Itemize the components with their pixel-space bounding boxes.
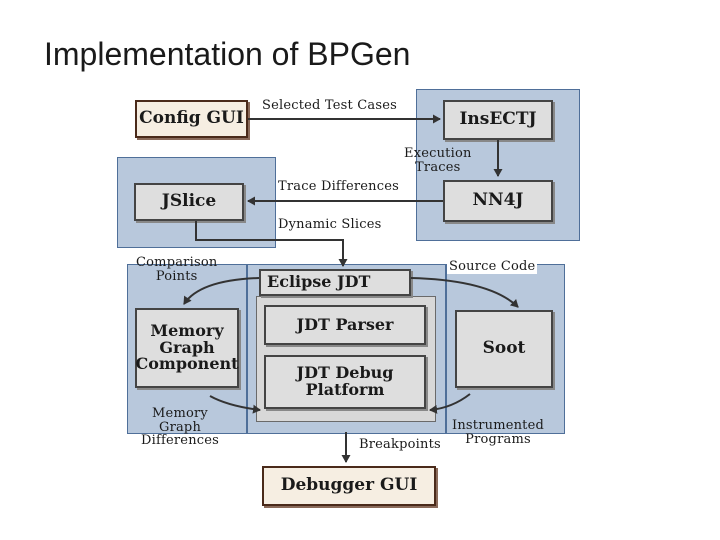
arrow-jslice-to-eclipse [195, 221, 348, 267]
eclipse-jdt-label: Eclipse JDT [267, 272, 371, 292]
arrow-eclipse-to-soot [410, 277, 519, 308]
insectj-label: InsECTJ [459, 109, 537, 130]
nn4j-box: NN4J [443, 180, 553, 222]
config-gui-box: Config GUI [135, 100, 248, 138]
memory-graph-label-line3: Component [135, 354, 239, 374]
label-selected-test-cases: Selected Test Cases [260, 98, 400, 113]
label-breakpoints: Breakpoints [357, 437, 443, 452]
insectj-box: InsECTJ [443, 100, 553, 140]
jdt-debug-platform-box: JDT Debug Platform [264, 355, 426, 409]
label-mgd-line3: Differences [141, 433, 220, 449]
label-comparison-points-line2: Points [155, 268, 198, 284]
label-mgd-line2: Graph [158, 419, 202, 435]
label-mgd-line1: Memory [152, 406, 208, 421]
label-comparison-points: Comparison Points [136, 256, 217, 283]
memory-graph-component-box: Memory Graph Component [135, 308, 239, 388]
nn4j-label: NN4J [472, 190, 524, 211]
label-ip-line1: Instrumented [452, 418, 545, 433]
jdt-parser-label: JDT Parser [296, 314, 394, 334]
config-gui-label: Config GUI [139, 108, 244, 129]
jdt-parser-box: JDT Parser [264, 305, 426, 345]
label-memory-graph-differences: Memory Graph Differences [141, 407, 219, 448]
label-instrumented-programs: Instrumented Programs [452, 419, 544, 446]
label-trace-differences: Trace Differences [276, 179, 401, 194]
memory-graph-label-line2: Graph [159, 337, 215, 357]
label-comparison-points-line1: Comparison [136, 255, 218, 270]
arrow-soot-to-debug [429, 393, 471, 414]
eclipse-jdt-box: Eclipse JDT [259, 269, 411, 296]
label-execution-traces-line2: Traces [415, 159, 461, 175]
jslice-label: JSlice [161, 191, 217, 212]
soot-label: Soot [482, 338, 526, 359]
jslice-box: JSlice [134, 183, 244, 221]
label-dynamic-slices: Dynamic Slices [276, 217, 384, 232]
label-execution-traces: Execution Traces [404, 147, 472, 174]
jdt-debug-label-line1: JDT Debug [296, 363, 394, 383]
soot-box: Soot [455, 310, 553, 388]
debugger-gui-box: Debugger GUI [262, 466, 436, 506]
label-source-code: Source Code [447, 259, 538, 274]
jdt-debug-label-line2: Platform [305, 380, 385, 399]
arrow-memory-graph-to-debug [209, 395, 261, 414]
memory-graph-label-line1: Memory [150, 320, 224, 340]
debugger-gui-label: Debugger GUI [280, 475, 418, 496]
label-ip-line2: Programs [465, 431, 531, 447]
label-execution-traces-line1: Execution [404, 146, 472, 161]
arrow-eclipse-to-memory-graph [183, 277, 260, 305]
slide-title: Implementation of BPGen [44, 36, 411, 72]
